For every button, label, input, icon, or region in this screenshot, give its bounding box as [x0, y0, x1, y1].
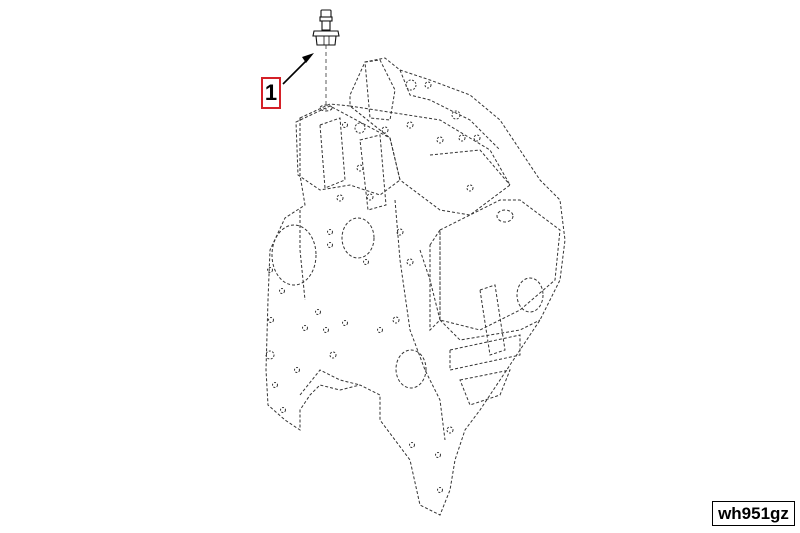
drawing-id-label: wh951gz	[712, 501, 795, 526]
callout-label-1: 1	[261, 77, 281, 109]
sensor-fitting-icon	[312, 9, 340, 112]
leader-arrow	[282, 53, 314, 85]
engine-block-outline	[265, 57, 566, 516]
